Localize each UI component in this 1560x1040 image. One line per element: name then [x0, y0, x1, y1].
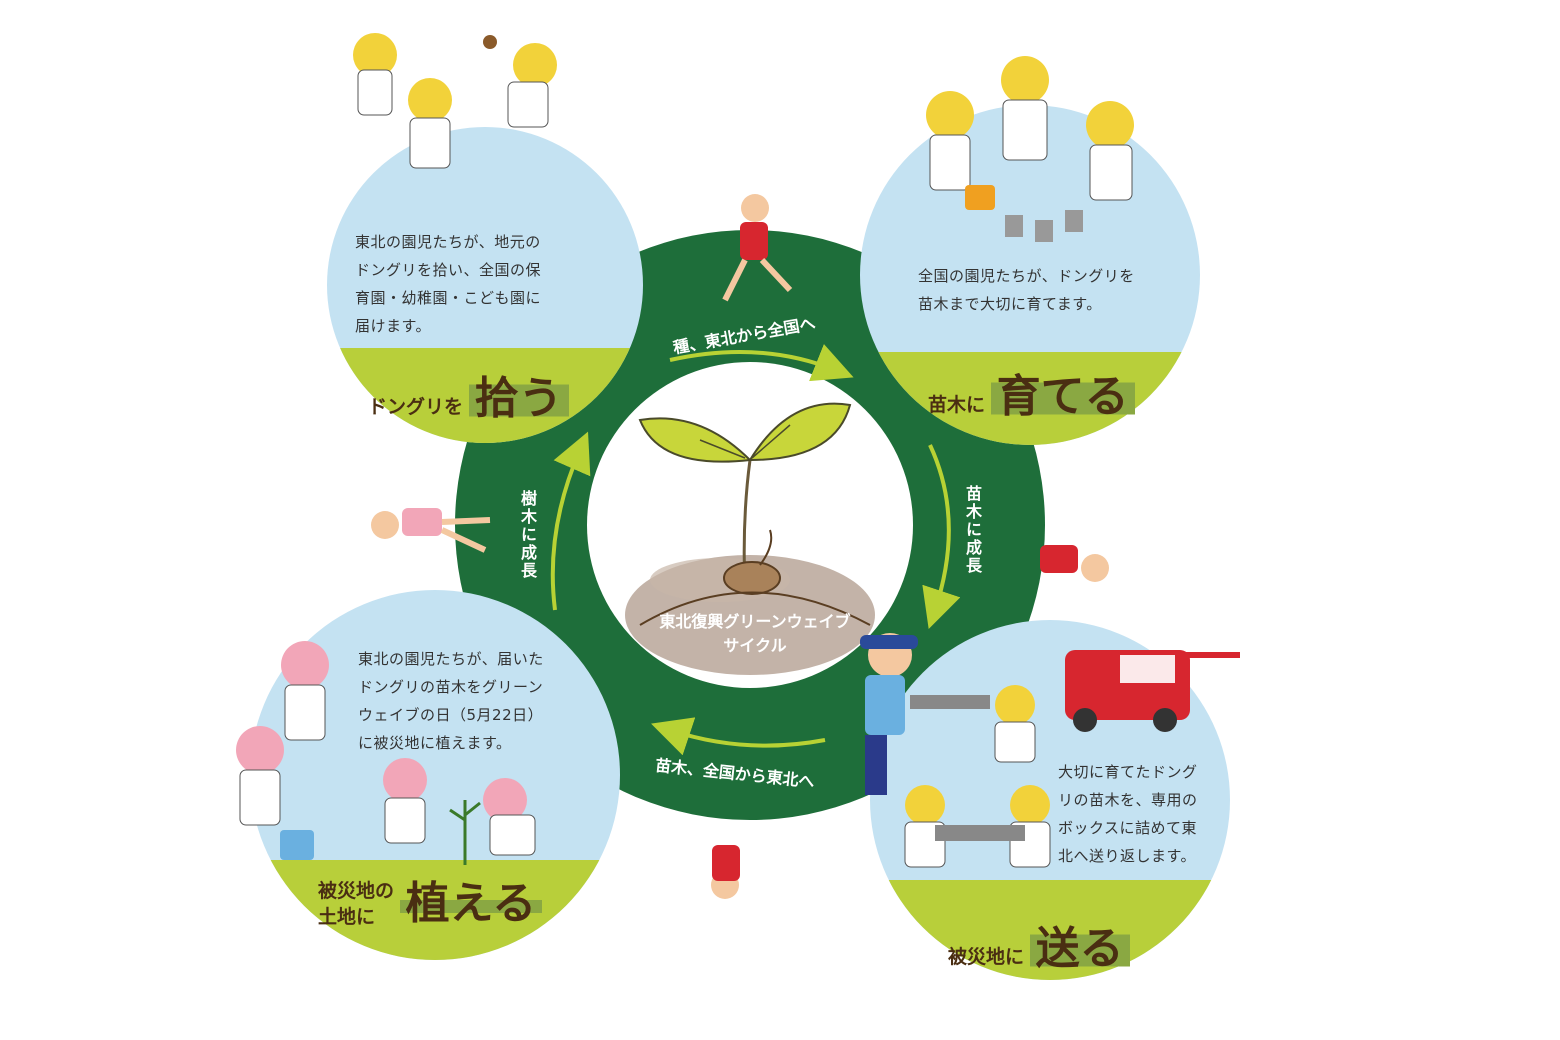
arrow-right: [922, 444, 961, 629]
step-pick-description: 東北の園児たちが、地元の ドングリを拾い、全国の保 育園・幼稚園・こども園に 届…: [355, 233, 542, 335]
center-label-line2: サイクル: [723, 636, 787, 655]
center-label: 東北復興グリーンウェイブ サイクル: [645, 610, 865, 658]
step-grow-title: 苗木に 育てる: [928, 360, 1135, 424]
kids-illustration-plant: [236, 641, 536, 865]
arrow-left: [550, 431, 591, 611]
arrow-bottom: [651, 717, 826, 756]
kids-illustration-send: [860, 633, 1240, 868]
step-plant-title-big: 植える: [399, 882, 543, 926]
kids-illustration-pick: [353, 33, 557, 169]
runner-right: [1040, 545, 1109, 582]
ring-label-left: 樹木に成長: [518, 490, 537, 580]
cycle-arrows: [550, 344, 961, 756]
step-send-title-small: 被災地に: [948, 946, 1025, 968]
sprout-illustration: [625, 402, 875, 675]
step-send-title-big: 送る: [1029, 912, 1130, 976]
runner-top: [722, 194, 793, 302]
step-grow-title-big: 育てる: [990, 360, 1135, 424]
kids-illustration-grow: [926, 56, 1134, 242]
step-send-title: 被災地に 送る: [948, 912, 1130, 976]
step-grow-title-small: 苗木に: [928, 394, 986, 416]
runner-left: [371, 508, 491, 553]
arrow-top: [669, 344, 854, 382]
ring-label-right: 苗木に成長: [963, 485, 982, 575]
step-pick-title-small: ドングリを: [368, 396, 464, 418]
step-plant-title: 被災地の 土地に 植える: [318, 878, 543, 930]
step-send-description: 大切に育てたドング リの苗木を、専用の ボックスに詰めて東 北へ送り返します。: [1058, 763, 1198, 865]
step-plant-description: 東北の園児たちが、届いた ドングリの苗木をグリーン ウェイブの日（5月22日） …: [358, 650, 544, 752]
step-plant-title-line1: 被災地の: [318, 880, 395, 902]
step-pick-title-big: 拾う: [468, 362, 569, 426]
step-plant-title-line2: 土地に: [318, 906, 376, 928]
step-grow-description: 全国の園児たちが、ドングリを 苗木まで大切に育てます。: [918, 267, 1135, 313]
runner-bottom: [711, 845, 740, 899]
step-pick-title: ドングリを 拾う: [368, 362, 569, 426]
center-label-line1: 東北復興グリーンウェイブ: [659, 612, 851, 631]
